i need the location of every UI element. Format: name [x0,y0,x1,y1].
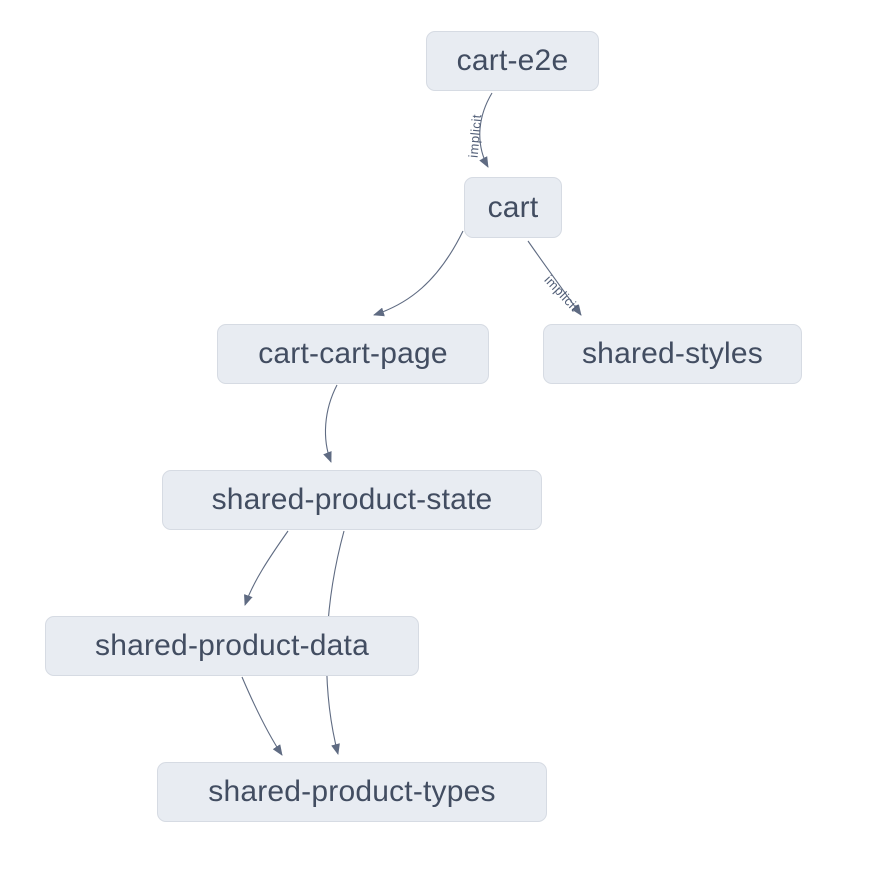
edge-shared-product-state-to-shared-product-data [244,530,289,606]
node-label: shared-styles [581,337,763,370]
edge-label-cart-to-shared-styles: implicit [541,272,582,314]
node-label: shared-product-types [208,775,496,808]
graph-node-shared-product-types[interactable]: shared-product-types [157,762,547,822]
edge-cart-to-cart-cart-page [373,230,464,317]
graph-node-cart[interactable]: cart [464,177,562,238]
node-label: cart-cart-page [258,337,448,370]
graph-node-shared-styles[interactable]: shared-styles [543,324,802,384]
graph-node-cart-cart-page[interactable]: cart-cart-page [217,324,489,384]
graph-node-cart-e2e[interactable]: cart-e2e [426,31,599,91]
edge-shared-product-data-to-shared-product-types [241,676,283,756]
node-label: shared-product-state [211,483,493,516]
node-label: cart [487,190,539,224]
edge-label-cart-e2e-to-cart: implicit [466,113,485,158]
graph-node-shared-product-data[interactable]: shared-product-data [45,616,419,676]
node-label: cart-e2e [456,44,569,77]
edge-cart-to-shared-styles [527,240,582,316]
edge-cart-cart-page-to-shared-product-state [323,384,338,463]
node-label: shared-product-data [95,629,369,662]
edge-cart-e2e-to-cart [479,92,493,168]
graph-node-shared-product-state[interactable]: shared-product-state [162,470,542,530]
